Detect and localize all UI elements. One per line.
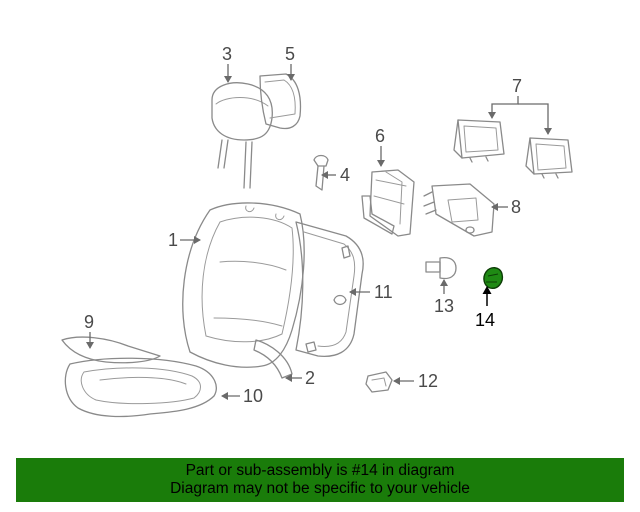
callout-6: 6: [375, 126, 385, 146]
callout-1: 1: [168, 230, 178, 250]
headrest: [211, 82, 273, 189]
callout-8: 8: [511, 197, 521, 217]
seat-cushion-cover: [61, 336, 161, 364]
banner-line-1: Part or sub-assembly is #14 in diagram: [185, 462, 455, 479]
info-banner: Part or sub-assembly is #14 in diagram D…: [16, 458, 624, 502]
callout-4: 4: [340, 165, 350, 185]
headrest-panel: [259, 73, 302, 130]
callout-2: 2: [305, 368, 315, 388]
callout-13: 13: [434, 296, 454, 316]
seat-back: [182, 202, 305, 368]
control-module: [423, 183, 495, 237]
callout-11: 11: [374, 282, 393, 302]
banner-line-2: Diagram may not be specific to your vehi…: [170, 480, 470, 497]
headrest-guide: [313, 154, 329, 191]
highlighted-fastener: [483, 267, 504, 289]
callout-14: 14: [475, 310, 495, 330]
callout-10: 10: [243, 386, 263, 406]
bracket-module: [361, 169, 415, 237]
callout-labels: 1 2 3 4 5 6 7 8 9 10 11 12 13 14: [84, 44, 522, 406]
seat-clip: [365, 371, 393, 393]
leader-lines: [86, 64, 552, 400]
callout-5: 5: [285, 44, 295, 64]
callout-3: 3: [222, 44, 232, 64]
knob: [425, 256, 457, 280]
callout-12: 12: [418, 371, 438, 391]
display-modules: [453, 119, 573, 179]
callout-7: 7: [512, 76, 522, 96]
seat-cushion: [64, 357, 217, 418]
callout-9: 9: [84, 312, 94, 332]
seat-back-panel: [253, 221, 364, 379]
